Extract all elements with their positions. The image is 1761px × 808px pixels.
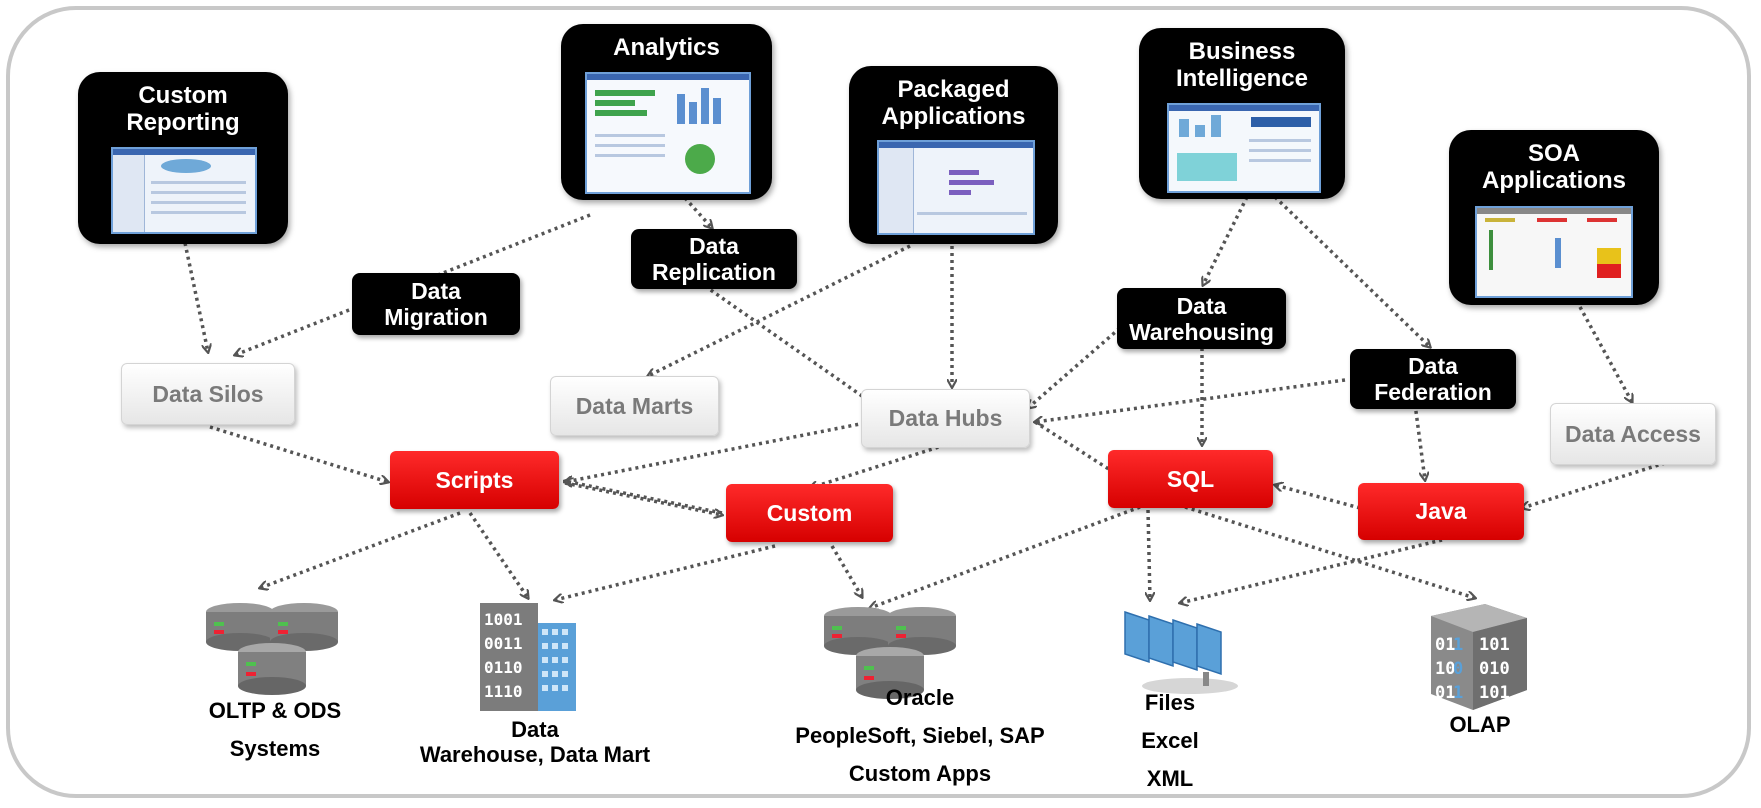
arrow-hubs-to-custom — [810, 443, 946, 488]
packaged-applications-screenshot — [877, 140, 1035, 235]
arrow-bi-to-federation — [1273, 195, 1430, 347]
arrow-hubs-to-sql — [1034, 420, 1118, 475]
label-data-warehouse: Data Warehouse, Data Mart — [410, 717, 660, 767]
store-data-silos: Data Silos — [121, 363, 295, 425]
app-soa-applications-title: SOA Applications — [1481, 140, 1626, 194]
tag-data-warehousing: Data Warehousing — [1117, 288, 1286, 349]
tag-data-migration: Data Migration — [352, 273, 520, 335]
label-dw-line1: Data — [511, 717, 559, 742]
store-data-access: Data Access — [1550, 403, 1716, 465]
arrow-custom-to-scripts — [565, 481, 723, 515]
svg-text:101: 101 — [1479, 635, 1510, 655]
integration-scripts: Scripts — [390, 451, 559, 509]
arrow-sql-to-files — [1148, 509, 1150, 600]
app-packaged-applications-title: Packaged Applications — [881, 76, 1026, 130]
label-oracle-line1: Oracle — [885, 685, 955, 710]
arrow-scripts-to-custom — [564, 481, 722, 515]
arrow-sql-to-oracle — [870, 505, 1141, 608]
label-oracle-line2: PeopleSoft, Siebel, SAP — [795, 723, 1045, 748]
label-oltp-line1: OLTP & ODS — [208, 698, 342, 723]
arrow-federation-to-hubs — [1035, 378, 1346, 422]
app-soa-applications: SOA Applications — [1449, 130, 1659, 305]
label-oracle: Oracle PeopleSoft, Siebel, SAP Custom Ap… — [770, 685, 1070, 786]
arrow-analytics-to-replication — [683, 196, 712, 228]
files-icon — [1124, 610, 1238, 694]
app-business-intelligence-title: Business Intelligence — [1175, 38, 1309, 92]
svg-text:10: 10 — [1435, 659, 1455, 679]
database-cluster-oracle-icon — [824, 607, 956, 699]
app-analytics-title: Analytics — [613, 34, 720, 61]
arrow-replication-to-hubs — [703, 284, 882, 410]
arrow-java-to-sql — [1275, 485, 1361, 510]
svg-text:1001: 1001 — [484, 610, 523, 629]
label-oltp-line2: Systems — [229, 736, 321, 761]
svg-text:01: 01 — [1435, 683, 1455, 703]
app-custom-reporting: Custom Reporting — [78, 72, 288, 244]
label-olap: OLAP — [1449, 712, 1511, 737]
arrow-scripts-to-oltp — [260, 511, 461, 588]
arrow-bi-to-warehousing — [1203, 196, 1249, 285]
label-oracle-line3: Custom Apps — [848, 761, 992, 786]
store-data-marts: Data Marts — [550, 376, 719, 436]
label-files-line2: Excel — [1141, 728, 1199, 753]
arrow-java-to-files — [1180, 538, 1443, 603]
arrow-custom-to-dw — [555, 544, 776, 600]
svg-text:101: 101 — [1479, 683, 1510, 703]
label-files: Files Excel XML — [1110, 690, 1230, 791]
arrow-scripts-to-dw — [468, 512, 528, 598]
svg-text:1: 1 — [1453, 635, 1463, 655]
arrow-silos-to-scripts — [209, 425, 388, 482]
business-intelligence-screenshot — [1167, 103, 1321, 193]
soa-applications-screenshot — [1475, 206, 1633, 298]
svg-text:1: 1 — [1453, 683, 1463, 703]
arrow-custom-to-oracle — [830, 545, 862, 597]
label-dw-line2: Warehouse, Data Mart — [419, 742, 651, 767]
label-files-line3: XML — [1146, 766, 1194, 791]
svg-text:010: 010 — [1479, 659, 1510, 679]
app-business-intelligence: Business Intelligence — [1139, 28, 1345, 199]
arrow-hubs-to-scripts — [565, 421, 866, 482]
integration-custom: Custom — [726, 484, 893, 542]
label-oltp: OLTP & ODS Systems — [170, 698, 380, 761]
arrow-federation-to-java — [1413, 403, 1425, 480]
app-custom-reporting-title: Custom Reporting — [126, 82, 240, 136]
app-packaged-applications: Packaged Applications — [849, 66, 1058, 244]
integration-sql: SQL — [1108, 450, 1273, 508]
store-data-hubs: Data Hubs — [861, 389, 1030, 448]
arrow-reporting-to-silos — [183, 242, 208, 352]
arrow-access-to-java — [1522, 461, 1666, 508]
integration-java: Java — [1358, 483, 1524, 540]
svg-text:0: 0 — [1453, 659, 1463, 679]
tag-data-replication: Data Replication — [631, 229, 797, 289]
arrow-soa-to-access — [1578, 306, 1632, 402]
custom-reporting-screenshot — [111, 147, 257, 234]
svg-text:01: 01 — [1435, 635, 1455, 655]
arrow-warehousing-to-hubs — [1028, 326, 1122, 408]
tag-data-federation: Data Federation — [1350, 349, 1516, 409]
svg-text:1110: 1110 — [484, 682, 523, 701]
svg-text:0011: 0011 — [484, 634, 523, 653]
building-icon: 1001 0011 0110 1110 — [480, 603, 576, 711]
app-analytics: Analytics — [561, 24, 772, 200]
analytics-screenshot — [585, 72, 751, 194]
database-cluster-icon — [206, 603, 338, 695]
svg-text:0110: 0110 — [484, 658, 523, 677]
arrow-sql-to-olap — [1184, 505, 1475, 598]
label-files-line1: Files — [1144, 690, 1196, 715]
